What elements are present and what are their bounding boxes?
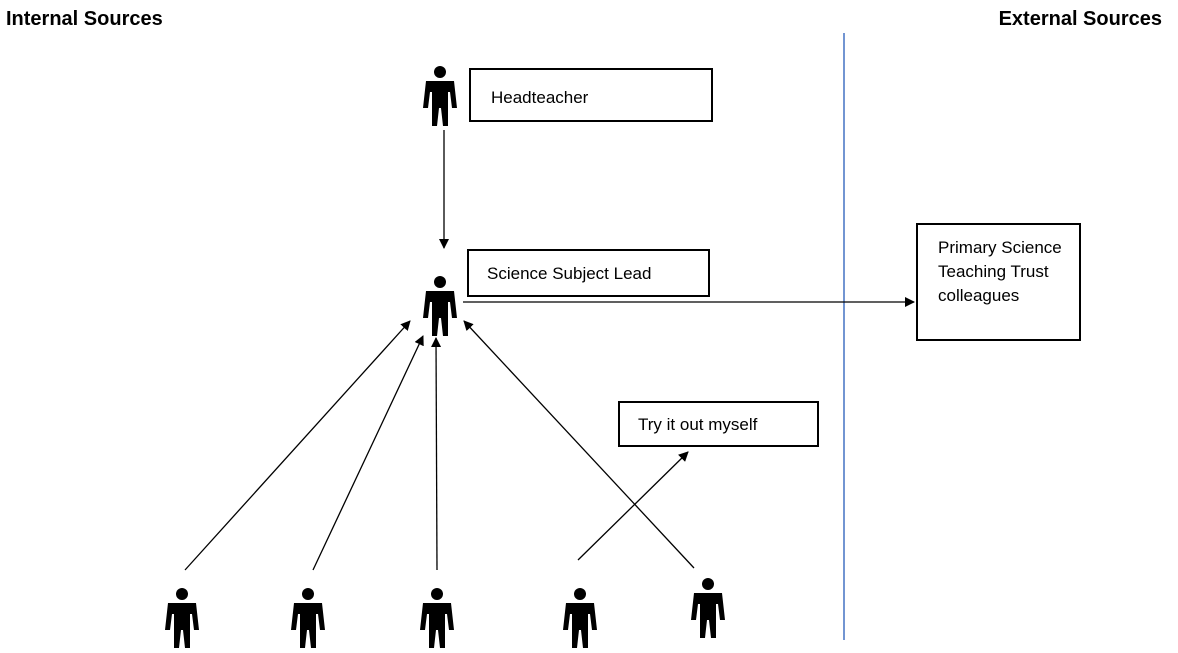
external-sources-heading: External Sources xyxy=(998,8,1162,30)
pstt-label-line3: colleagues xyxy=(938,286,1020,305)
pstt-label-line2: Teaching Trust xyxy=(938,262,1049,281)
science-lead-box: Science Subject Lead xyxy=(467,249,710,297)
pstt-label-line1: Primary Science xyxy=(938,238,1062,257)
person-icon xyxy=(423,276,457,336)
pstt-box: Primary Science Teaching Trust colleague… xyxy=(916,223,1081,341)
person-icon xyxy=(420,588,454,648)
headteacher-label: Headteacher xyxy=(491,88,589,107)
arrow-staff5-to-lead xyxy=(463,320,695,569)
person-icon xyxy=(691,578,725,638)
arrow-staff3-to-lead xyxy=(431,337,442,571)
try-it-box: Try it out myself xyxy=(618,401,819,447)
try-it-label: Try it out myself xyxy=(638,415,758,434)
internal-sources-heading: Internal Sources xyxy=(6,8,163,30)
arrow-staff1-to-lead xyxy=(184,320,411,571)
science-lead-label: Science Subject Lead xyxy=(487,264,652,283)
headteacher-box: Headteacher xyxy=(469,68,713,122)
arrow-staff4-to-try xyxy=(577,451,689,561)
arrow-staff2-to-lead xyxy=(312,335,424,571)
person-icon xyxy=(563,588,597,648)
person-icon xyxy=(291,588,325,648)
person-icon xyxy=(423,66,457,126)
person-icon xyxy=(165,588,199,648)
